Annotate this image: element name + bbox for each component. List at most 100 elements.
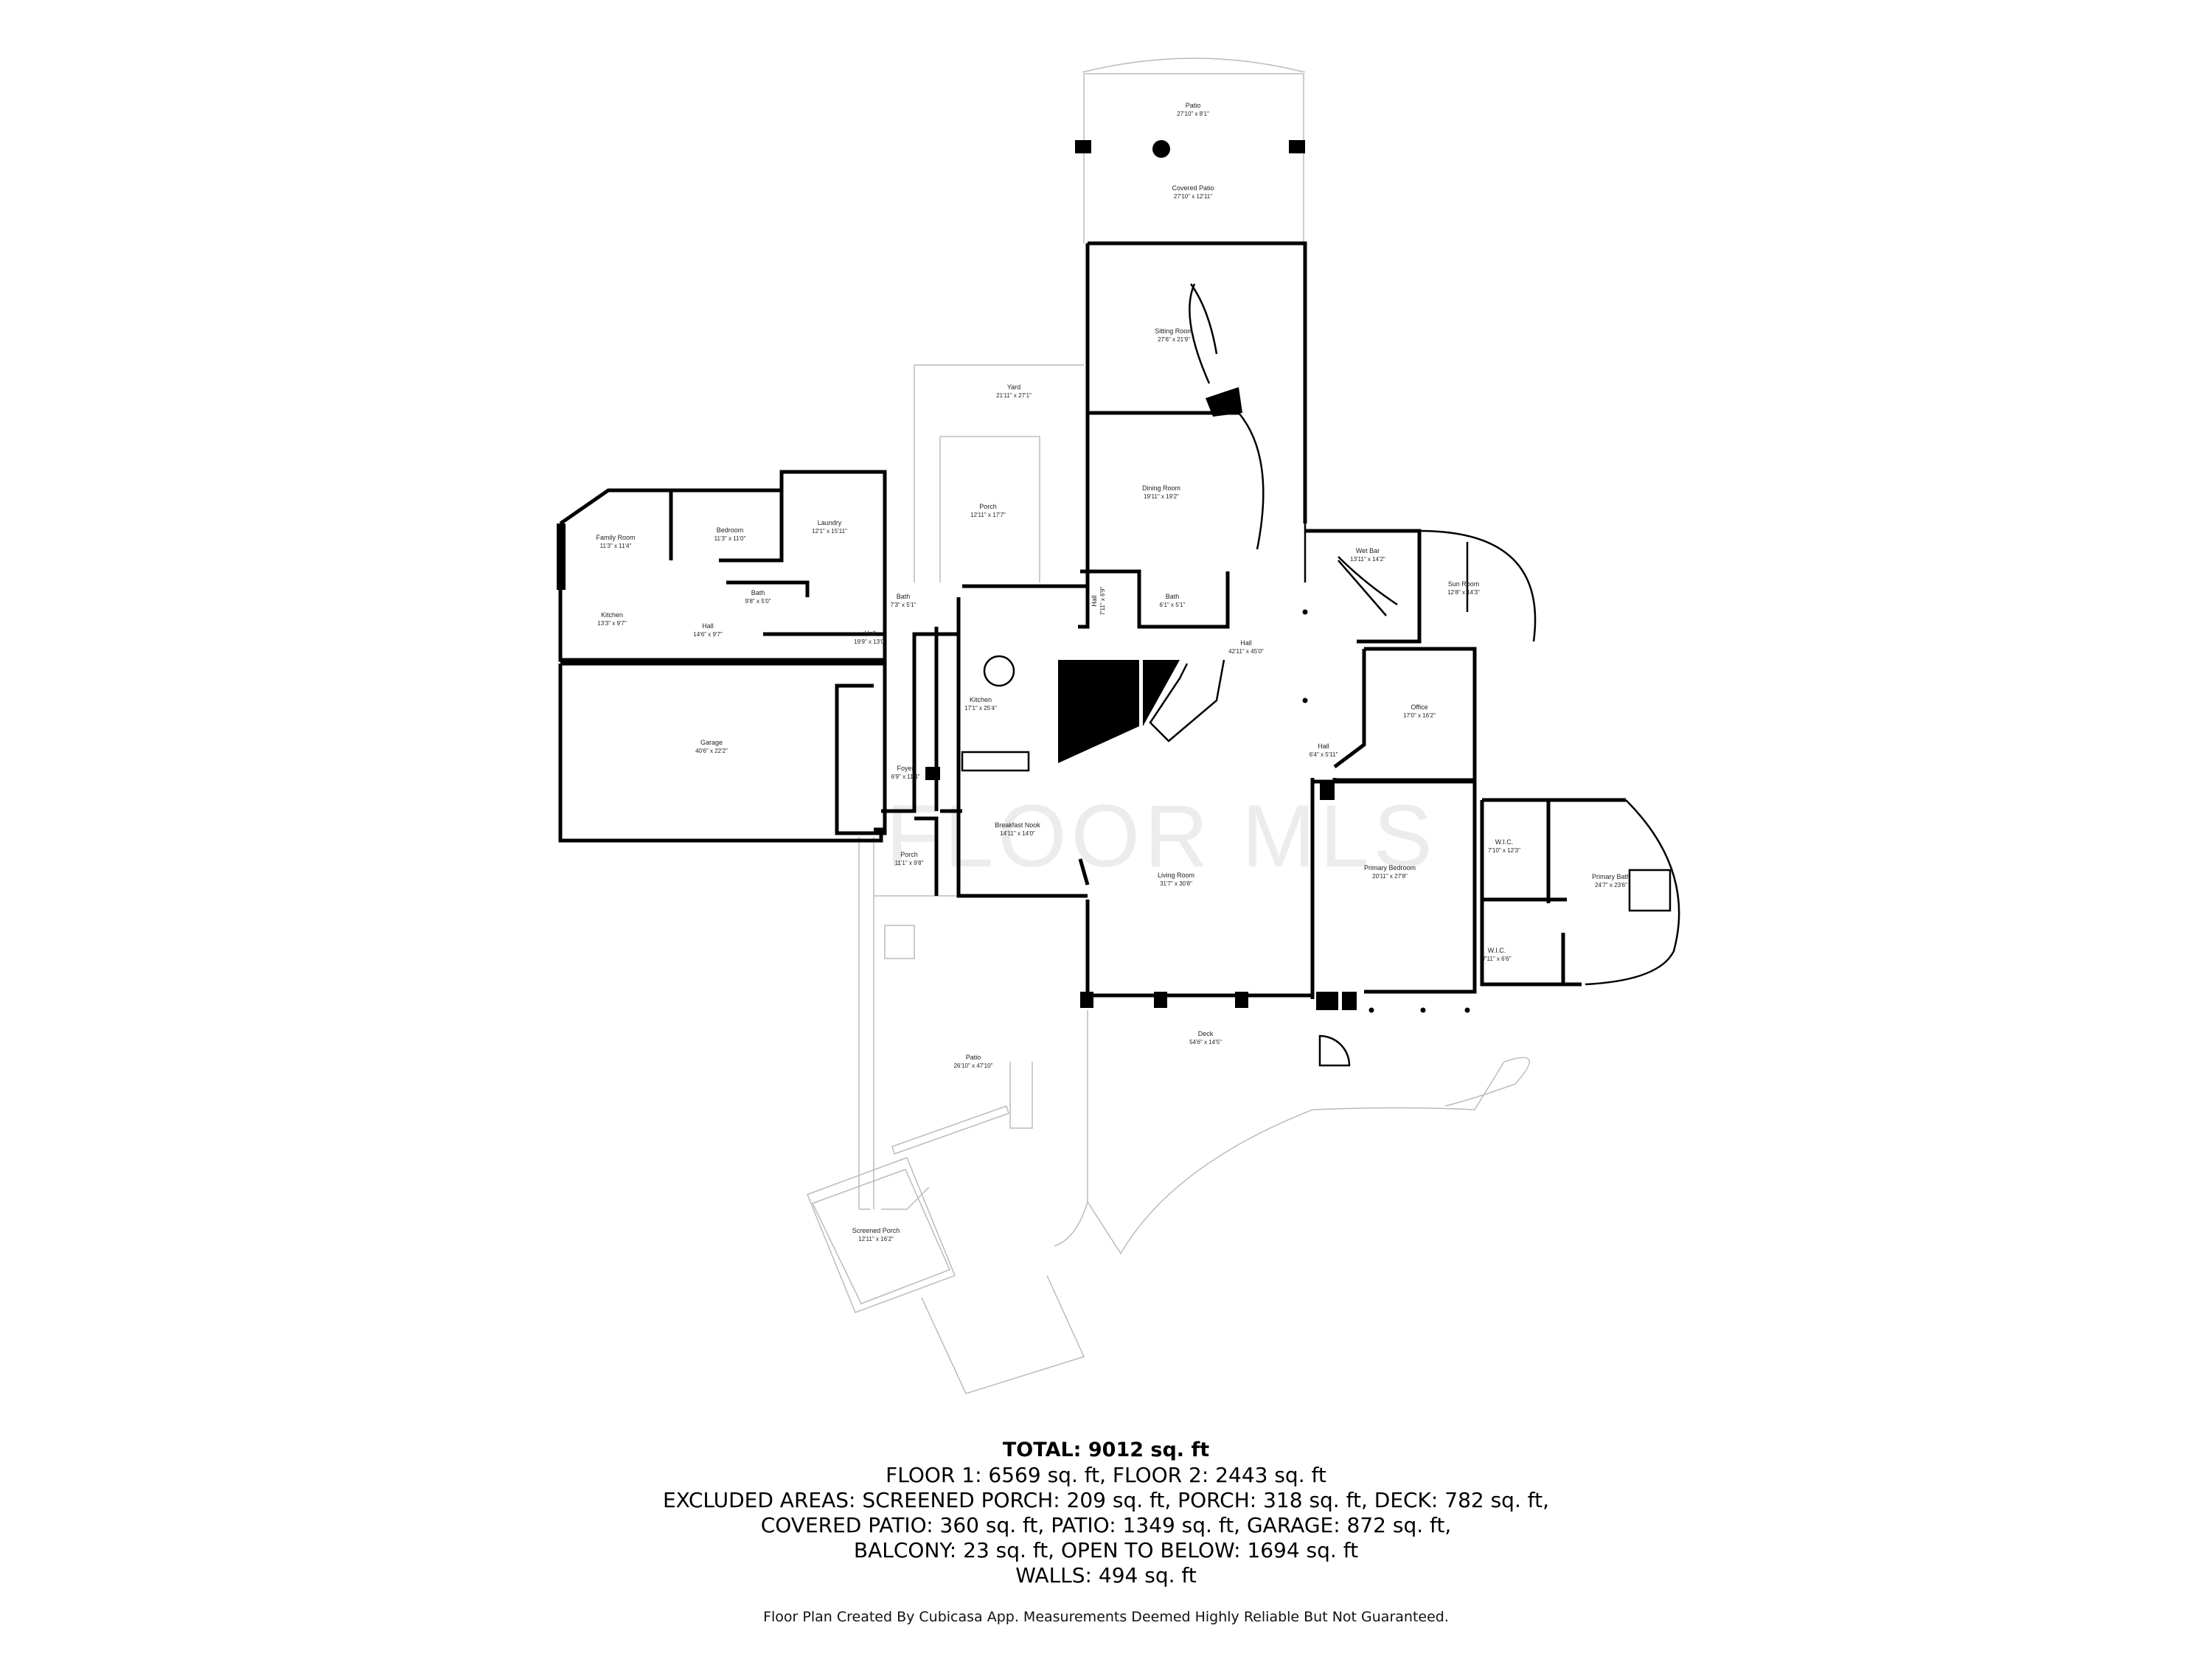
room-label: Family Room 11'3" x 11'4" [596,534,635,549]
room-name: Porch [900,851,918,858]
room-label: W.I.C.7'11" x 6'6" [1483,947,1512,962]
room-name: W.I.C. [1488,947,1506,954]
room-dims: 7'10" x 12'3" [1488,847,1520,854]
room-dims: 21'11" x 27'1" [996,392,1032,399]
room-name: Primary Bedroom [1364,864,1416,872]
room-dims: 11'3" x 11'0" [714,535,746,542]
room-name: Garage [700,739,723,746]
room-name: Porch [979,503,997,510]
room-dims: 42'11" x 45'0" [1228,648,1264,655]
room-dims: 24'7" x 23'6" [1595,882,1627,888]
total-area: TOTAL: 9012 sq. ft [1002,1439,1210,1461]
room-name: Wet Bar [1356,547,1380,554]
room-name: Bath [897,593,911,600]
room-name: Dining Room [1142,484,1180,492]
room-name: Covered Patio [1172,184,1214,192]
walls [558,241,1680,999]
walls-area: WALLS: 494 sq. ft [1015,1563,1197,1587]
exterior-outlines [807,58,1530,1394]
room-name: Deck [1198,1030,1214,1037]
room-name: Patio [1186,102,1201,109]
room-dims: 27'10" x 12'11" [1174,193,1212,200]
excluded-areas-line: BALCONY: 23 sq. ft, OPEN TO BELOW: 1694 … [853,1538,1359,1562]
room-dims: 7'11" x 6'9" [1099,586,1106,615]
room-dims: 13'11" x 14'2" [1350,556,1385,563]
fixtures [557,140,1672,1067]
room-name: Kitchen [970,696,992,703]
room-name: Breakfast Nook [995,821,1040,829]
room-dims: 12'11" x 17'7" [970,512,1006,518]
room-dims: 11'3" x 11'4" [600,543,632,549]
floor-areas: FLOOR 1: 6569 sq. ft, FLOOR 2: 2443 sq. … [886,1463,1326,1487]
room-dims: 6'1" x 5'1" [1160,602,1186,608]
room-dims: 12'8" x 14'3" [1447,589,1480,596]
room-name: Office [1411,703,1427,711]
room-dims: 6'9" x 11'4" [891,773,920,780]
room-dims: 14'6" x 9'7" [693,631,723,638]
excluded-areas-line: COVERED PATIO: 360 sq. ft, PATIO: 1349 s… [760,1513,1452,1537]
room-name: Bath [751,589,765,597]
room-name: Foyer [897,765,914,772]
room-label: Wet Bar 13'11" x 14'2" [1350,547,1385,563]
room-dims: 20'11" x 27'8" [1372,873,1408,880]
room-name: Sitting Room [1155,327,1193,335]
room-name: W.I.C. [1495,838,1514,846]
room-label: W.I.C.7'10" x 12'3" [1488,838,1520,854]
area-totals: TOTAL: 9012 sq. ft FLOOR 1: 6569 sq. ft,… [0,1438,2212,1588]
room-name: Hall [1318,742,1329,750]
room-dims: 14'11" x 14'0" [1000,830,1035,837]
room-dims: 9'8" x 5'0" [745,598,771,605]
room-dims: 19'11" x 19'2" [1144,493,1179,500]
room-dims: 7'3" x 5'1" [891,602,917,608]
room-label: Deck 54'6" x 14'5" [1189,1030,1222,1046]
room-label: Bath 7'3" x 5'1" [891,593,917,608]
room-name: Yard [1007,383,1020,391]
room-dims: 27'6" x 21'9" [1158,336,1190,343]
room-dims: 13'3" x 9'7" [597,620,627,627]
room-name: Laundry [818,519,842,526]
room-dims: 17'0" x 16'2" [1403,712,1436,719]
room-name: Bedroom [717,526,744,534]
room-name: Hall [864,630,876,637]
room-dims: 19'9" x 13'0" [854,639,886,645]
room-name: Hall [1091,595,1098,607]
room-name: Sun Room [1448,580,1480,588]
room-name: Hall [1240,639,1252,647]
room-dims: 12'11" x 16'2" [858,1236,894,1242]
room-name: Hall [702,622,714,630]
room-name: Screened Porch [852,1227,900,1234]
room-name: Bath [1166,593,1180,600]
room-dims: 54'6" x 14'5" [1189,1039,1222,1046]
excluded-areas-line: EXCLUDED AREAS: SCREENED PORCH: 209 sq. … [662,1488,1550,1512]
room-name: Family Room [596,534,635,541]
room-label: Hall 19'9" x 13'0" [854,630,886,645]
room-dims: 31'7" x 30'8" [1160,880,1192,887]
room-dims: 26'10" x 47'10" [954,1062,993,1069]
room-label: Bath 6'1" x 5'1" [1160,593,1186,608]
room-label: Porch 12'11" x 17'7" [970,503,1006,518]
